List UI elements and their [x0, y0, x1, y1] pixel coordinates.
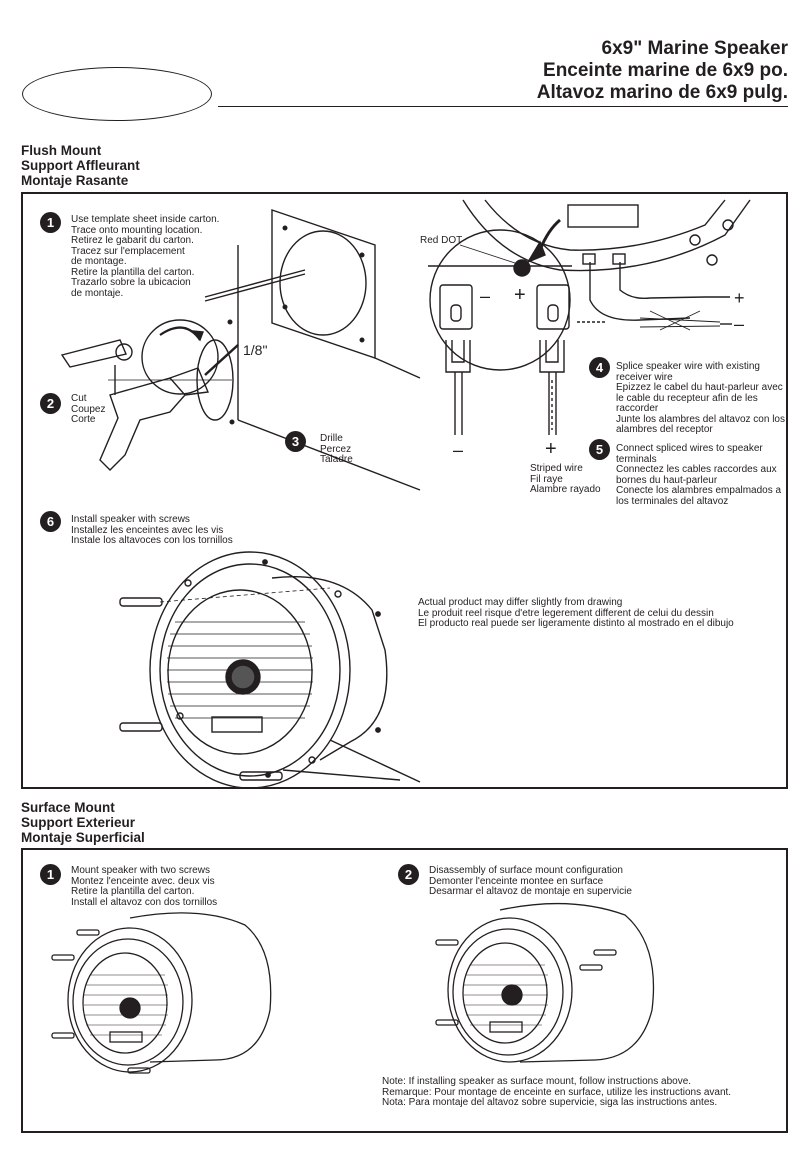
title-es: Altavoz marino de 6x9 pulg.	[536, 82, 788, 103]
flush-step1-line: Trazarlo sobre la ubicacion	[71, 277, 191, 288]
splice-plus-sign: +	[734, 288, 745, 308]
flush-step3-badge: 3	[285, 431, 306, 452]
surface-mount-panel	[21, 848, 788, 1133]
flush-step1-line: Use template sheet inside carton.	[71, 214, 220, 225]
surface-step1-line: Montez l'enceinte avec. deux vis	[71, 875, 215, 887]
flush-step4-line: raccorder	[616, 403, 659, 414]
flush-step4-line: Epizzez le cabel du haut-parleur avec	[616, 382, 783, 393]
flush-step3-text: Drille Percez Taladre	[320, 433, 353, 466]
flush-step5-line: bornes du haut-parleur	[616, 474, 718, 486]
drill-size-label: 1/8"	[243, 342, 268, 358]
wire-plus-sign: +	[545, 438, 557, 460]
template-sheet-icon	[204, 209, 421, 491]
surface-step2-line: Desarmar el altavoz de montaje en superv…	[429, 886, 632, 897]
surface-step2-text: Disassembly of surface mount configurati…	[429, 865, 632, 898]
surface-step1-text: Mount speaker with two screws Montez l'e…	[71, 865, 218, 908]
striped-wire-line: Striped wire	[530, 463, 583, 474]
red-dot-marker	[513, 259, 531, 277]
flush-step1-badge: 1	[40, 212, 61, 233]
flush-step5-line: Conecte los alambres empalmados a	[616, 485, 782, 496]
flush-step2-badge: 2	[40, 393, 61, 414]
wire-minus-sign: –	[453, 440, 464, 460]
flush-step6-badge: 6	[40, 511, 61, 532]
flush-step2-line: Coupez	[71, 403, 106, 415]
flush-step5-text: Connect spliced wires to speaker termina…	[616, 443, 782, 507]
flush-install-speaker-icon	[119, 551, 421, 789]
surface-step1-line: Retire la plantilla del carton.	[71, 886, 195, 897]
brand-logo-oval	[22, 67, 212, 121]
flush-step4-line: alambres del receptor	[616, 424, 713, 435]
drill-icon	[99, 319, 239, 471]
surface-step1-line: Mount speaker with two screws	[71, 865, 210, 876]
terminal-minus-sign: –	[480, 286, 491, 306]
flush-step6-line: Install speaker with screws	[71, 514, 190, 525]
flush-step6-line: Instale los altavoces con los tornillos	[71, 535, 233, 546]
flush-step6-text: Install speaker with screws Installez le…	[71, 514, 233, 547]
flush-step1-line: de montaje.	[71, 287, 124, 299]
surface-step2-badge: 2	[398, 864, 419, 885]
flush-step6-line: Installez les enceintes avec les vis	[71, 524, 224, 536]
surface-note-text: Note: If installing speaker as surface m…	[382, 1076, 732, 1109]
flush-step3-line: Drille	[320, 433, 343, 444]
flush-heading-es: Montaje Rasante	[21, 173, 129, 188]
surface-step2-line: Demonter l'enceinte montee en surface	[429, 875, 604, 887]
flush-step5-badge: 5	[589, 439, 610, 460]
flush-step1-line: Trace onto mounting location.	[71, 224, 203, 236]
surface-heading-en: Surface Mount	[21, 800, 115, 815]
flush-step2-line: Corte	[71, 414, 96, 425]
flush-step1-line: de montage.	[71, 256, 127, 267]
flush-step3-line: Taladre	[320, 454, 353, 465]
flush-step5-line: Connect spliced wires to speaker	[616, 443, 763, 454]
striped-wire-line: Alambre rayado	[530, 484, 601, 495]
flush-step5-line: terminals	[616, 453, 657, 465]
surface-note-line: Nota: Para montaje del altavoz sobre sup…	[382, 1097, 718, 1108]
flush-step1-line: Retirez le gabarit du carton.	[71, 235, 194, 246]
flush-mount-panel	[21, 192, 788, 789]
flush-step4-line: Junte los alambres del altavoz con los	[616, 413, 785, 425]
title-fr: Enceinte marine de 6x9 po.	[543, 60, 788, 81]
flush-step3-line: Percez	[320, 443, 352, 455]
flush-step4-line: le cable du recepteur afin de les	[616, 392, 758, 404]
surface-step2-line: Disassembly of surface mount configurati…	[429, 865, 623, 876]
jigsaw-icon	[60, 319, 232, 395]
disclaimer-text: Actual product may differ slightly from …	[418, 597, 734, 630]
flush-step2-text: Cut Coupez Corte	[71, 393, 106, 426]
flush-step2-line: Cut	[71, 393, 87, 404]
splice-minus-sign: –	[734, 314, 745, 334]
flush-step4-line: receiver wire	[616, 371, 673, 383]
surface-note-line: Note: If installing speaker as surface m…	[382, 1076, 692, 1087]
flush-heading-fr: Support Affleurant	[21, 158, 140, 173]
flush-step1-text: Use template sheet inside carton. Trace …	[71, 214, 220, 299]
flush-step4-line: Splice speaker wire with existing	[616, 361, 760, 372]
flush-step5-line: los terminales del altavoz	[616, 495, 729, 507]
surface-step1-badge: 1	[40, 864, 61, 885]
disclaimer-line: Actual product may differ slightly from …	[418, 597, 623, 608]
flush-step4-text: Splice speaker wire with existing receiv…	[616, 361, 785, 436]
surface-note-line: Remarque: Pour montage de enceinte en su…	[382, 1086, 732, 1098]
title-rule	[218, 106, 788, 107]
terminal-plus-sign: +	[514, 284, 526, 306]
disclaimer-line: El producto real puede ser ligeramente d…	[418, 618, 734, 629]
flush-heading-en: Flush Mount	[21, 143, 102, 158]
surface-step1-line: Install el altavoz con dos tornillos	[71, 896, 218, 908]
striped-wire-line: Fil raye	[530, 473, 563, 485]
red-dot-label: Red DOT	[420, 235, 463, 246]
surface-heading-fr: Support Exterieur	[21, 815, 136, 830]
title-en: 6x9" Marine Speaker	[601, 38, 788, 59]
striped-wire-label: Striped wire Fil raye Alambre rayado	[530, 463, 601, 496]
flush-step5-line: Connectez les cables raccordes aux	[616, 464, 777, 475]
flush-step1-line: Tracez sur l'emplacement	[71, 245, 185, 257]
wiring-diagram	[428, 199, 751, 435]
surface-heading-es: Montaje Superficial	[21, 830, 145, 845]
disclaimer-line: Le produit reel risque d'etre legerement…	[418, 607, 714, 619]
flush-step4-badge: 4	[589, 357, 610, 378]
flush-step1-line: Retire la plantilla del carton.	[71, 266, 195, 278]
surface-speaker-left-icon	[51, 912, 272, 1074]
surface-speaker-right-icon	[435, 902, 655, 1063]
